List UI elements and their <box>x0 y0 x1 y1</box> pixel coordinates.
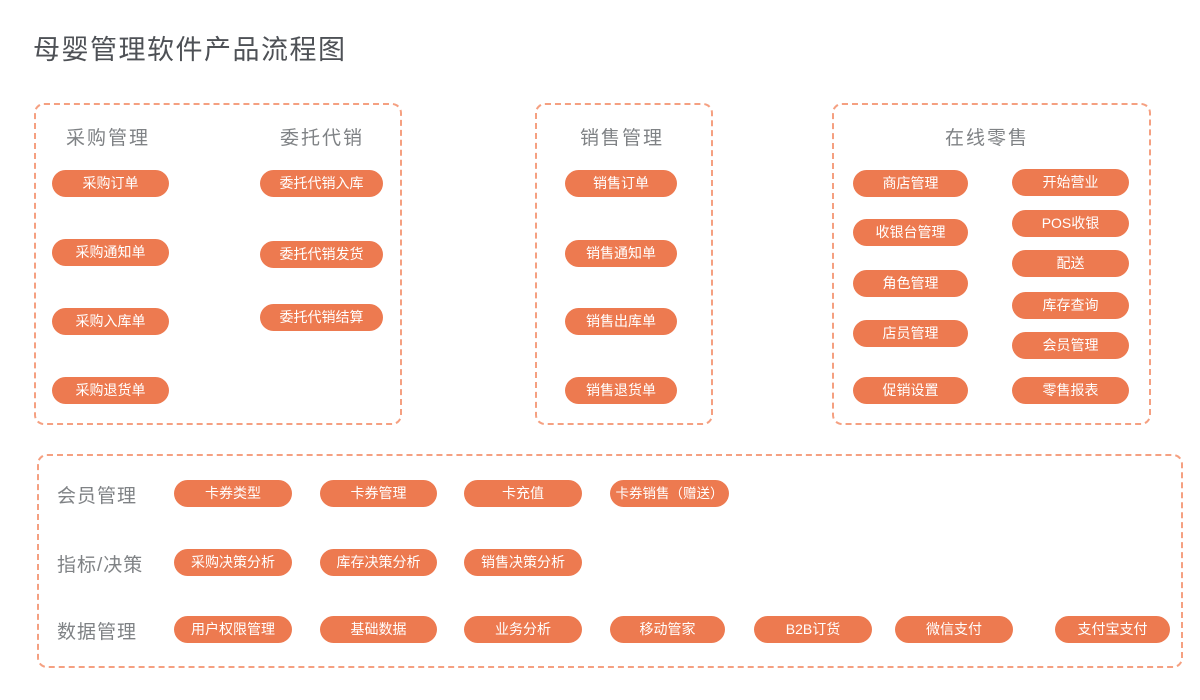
node-member-management[interactable]: 会员管理 <box>1012 332 1129 359</box>
sales-box: 销售管理 销售订单 销售通知单 销售出库单 销售退货单 <box>535 103 713 425</box>
consignment-group-header: 委托代销 <box>280 128 365 149</box>
data-row-label: 数据管理 <box>57 622 138 643</box>
node-inventory-query[interactable]: 库存查询 <box>1012 292 1129 319</box>
node-promotion-settings[interactable]: 促销设置 <box>853 377 968 404</box>
node-mobile-manager[interactable]: 移动管家 <box>610 616 725 643</box>
node-consignment-settlement[interactable]: 委托代销结算 <box>260 304 383 331</box>
node-delivery[interactable]: 配送 <box>1012 250 1129 277</box>
node-purchase-order[interactable]: 采购订单 <box>52 170 169 197</box>
node-b2b-ordering[interactable]: B2B订货 <box>754 616 872 643</box>
node-purchase-inbound[interactable]: 采购入库单 <box>52 308 169 335</box>
node-business-analysis[interactable]: 业务分析 <box>464 616 582 643</box>
purchase-group-header: 采购管理 <box>66 128 151 149</box>
node-user-permission-management[interactable]: 用户权限管理 <box>174 616 292 643</box>
purchase-consignment-box: 采购管理 委托代销 采购订单 采购通知单 采购入库单 采购退货单 委托代销入库 … <box>34 103 402 425</box>
bottom-box: 会员管理 指标/决策 数据管理 卡券类型 卡券管理 卡充值 卡券销售（赠送） 采… <box>37 454 1183 668</box>
member-row-label: 会员管理 <box>57 486 138 507</box>
node-store-management[interactable]: 商店管理 <box>853 170 968 197</box>
node-purchase-return[interactable]: 采购退货单 <box>52 377 169 404</box>
page-title: 母婴管理软件产品流程图 <box>33 35 347 65</box>
node-retail-report[interactable]: 零售报表 <box>1012 377 1129 404</box>
node-consignment-shipment[interactable]: 委托代销发货 <box>260 241 383 268</box>
node-open-business[interactable]: 开始营业 <box>1012 169 1129 196</box>
node-purchase-decision-analysis[interactable]: 采购决策分析 <box>174 549 292 576</box>
sales-group-header: 销售管理 <box>580 128 665 149</box>
node-sales-order[interactable]: 销售订单 <box>565 170 677 197</box>
node-purchase-notice[interactable]: 采购通知单 <box>52 239 169 266</box>
node-sales-notice[interactable]: 销售通知单 <box>565 240 677 267</box>
node-sales-outbound[interactable]: 销售出库单 <box>565 308 677 335</box>
node-sales-decision-analysis[interactable]: 销售决策分析 <box>464 549 582 576</box>
node-basic-data[interactable]: 基础数据 <box>320 616 437 643</box>
node-card-management[interactable]: 卡券管理 <box>320 480 437 507</box>
node-pos-cashier[interactable]: POS收银 <box>1012 210 1129 237</box>
node-inventory-decision-analysis[interactable]: 库存决策分析 <box>320 549 437 576</box>
metrics-row-label: 指标/决策 <box>57 555 144 576</box>
node-clerk-management[interactable]: 店员管理 <box>853 320 968 347</box>
node-consignment-inbound[interactable]: 委托代销入库 <box>260 170 383 197</box>
node-card-sale-gift[interactable]: 卡券销售（赠送） <box>610 480 729 507</box>
retail-group-header: 在线零售 <box>945 128 1030 149</box>
node-sales-return[interactable]: 销售退货单 <box>565 377 677 404</box>
online-retail-box: 在线零售 商店管理 收银台管理 角色管理 店员管理 促销设置 开始营业 POS收… <box>832 103 1151 425</box>
node-wechat-pay[interactable]: 微信支付 <box>895 616 1013 643</box>
node-card-recharge[interactable]: 卡充值 <box>464 480 582 507</box>
node-role-management[interactable]: 角色管理 <box>853 270 968 297</box>
node-cashier-management[interactable]: 收银台管理 <box>853 219 968 246</box>
node-card-type[interactable]: 卡券类型 <box>174 480 292 507</box>
node-alipay-pay[interactable]: 支付宝支付 <box>1055 616 1170 643</box>
